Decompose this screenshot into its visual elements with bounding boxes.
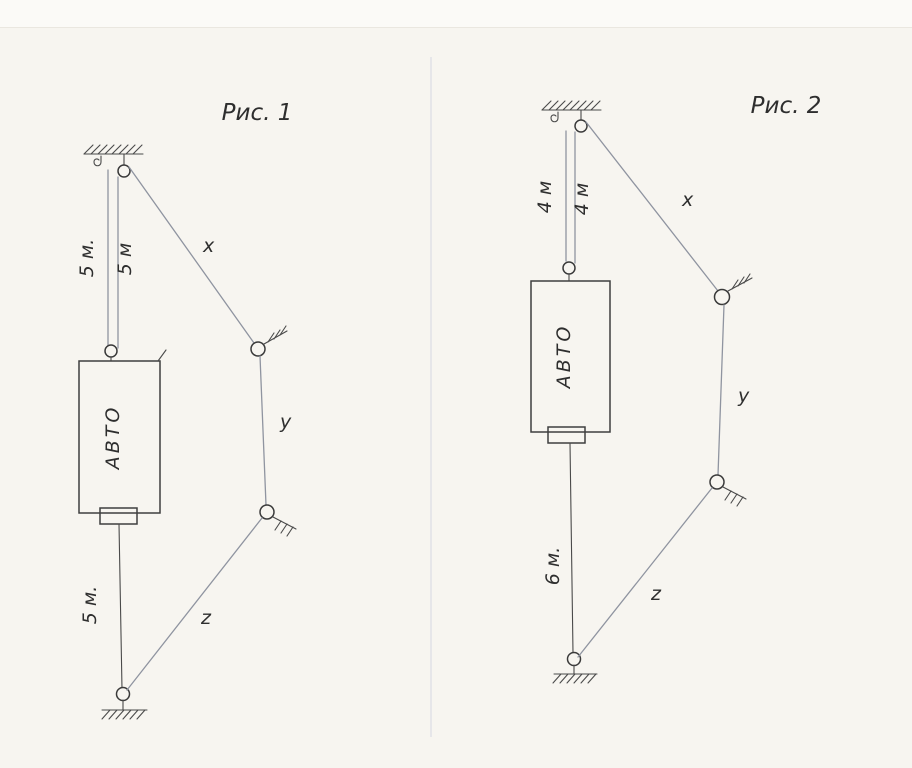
figure2-car-hitch — [547, 426, 586, 444]
figure2-rope-z-label: z — [650, 583, 662, 605]
figure2-rope-x — [585, 121, 719, 292]
figure1-car-box — [78, 360, 161, 514]
figure1-rope-z — [126, 517, 263, 691]
figure-1: Рис. 1 5 м. 5 м — [76, 100, 297, 720]
figure1-rope-z-label: z — [200, 607, 212, 629]
figure2-rope-y-label: y — [737, 385, 750, 407]
figure1-mid-pulley-mount-hatching — [263, 325, 288, 345]
figure2-rope-z — [577, 487, 713, 658]
figure1-rope-y — [259, 355, 267, 506]
figure1-rope-x — [128, 166, 255, 344]
figure2-ceiling-hatching — [541, 100, 602, 111]
figure2-mid-pulley-mount-hatching — [727, 273, 753, 292]
paper-top-edge — [0, 0, 912, 28]
figure1-left-rope-label-outer: 5 м. — [76, 239, 98, 278]
figure2-left-rope-label-inner: 4 м — [571, 183, 593, 215]
figure1-top-pulley — [117, 164, 131, 178]
figure1-hook-icon — [93, 155, 102, 167]
figure1-left-rope-label-inner: 5 м — [114, 243, 136, 275]
figure1-rope-x-label: x — [202, 235, 215, 257]
figure1-bottom-rope-label: 5 м. — [79, 586, 101, 625]
figure1-car-hitch — [99, 507, 138, 525]
figure1-mid-pulley — [250, 341, 266, 357]
figure2-movable-pulley — [562, 261, 576, 275]
figure1-car-label: АВТО — [102, 405, 124, 472]
figure1-low-pulley-mount-hatching — [272, 516, 297, 537]
figure1-rope-y-label: y — [279, 411, 292, 433]
figure2-car-label: АВТО — [553, 324, 575, 391]
figure2-left-rope-label-outer: 4 м — [534, 181, 556, 213]
figure2-mid-pulley — [713, 288, 731, 306]
figure1-low-pulley — [259, 504, 275, 520]
figure2-rope-y — [717, 304, 725, 476]
figure-2: Рис. 2 4 м 4 м — [530, 93, 822, 684]
figure1-rope-bottom — [118, 523, 123, 690]
figure2-ground-anchor-ring — [566, 651, 582, 667]
figure2-low-pulley — [709, 474, 725, 490]
figure1-ground-hatching — [101, 699, 148, 720]
figure1-box-corner-mark — [157, 349, 167, 362]
figure2-hook-icon — [550, 111, 559, 123]
figure2-top-pulley — [574, 119, 588, 133]
figure2-rope-x-label: x — [681, 189, 694, 211]
figure2-rope-bottom — [569, 442, 574, 654]
figure1-movable-pulley — [104, 344, 118, 358]
figure1-title: Рис. 1 — [222, 100, 293, 126]
figure2-car-box — [530, 280, 611, 433]
figure1-ceiling-hatching — [83, 144, 144, 155]
figure2-low-pulley-mount-hatching — [722, 486, 747, 507]
figure2-title: Рис. 2 — [751, 93, 822, 119]
figure2-bottom-rope-label: 6 м. — [542, 547, 564, 586]
figure2-ground-hatching — [552, 664, 598, 684]
